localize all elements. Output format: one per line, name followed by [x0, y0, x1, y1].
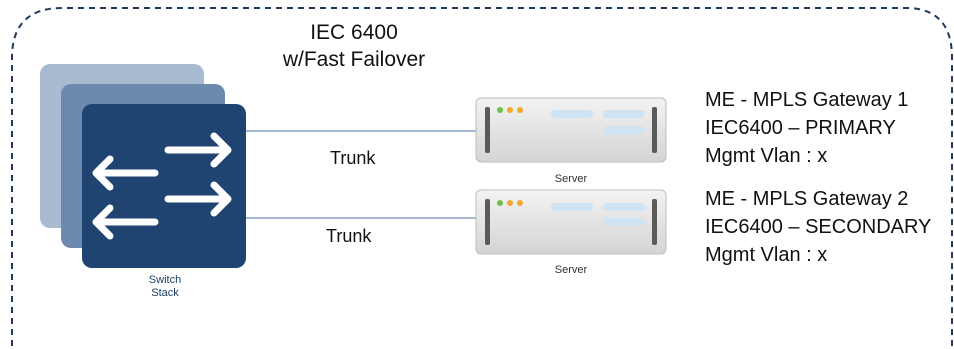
switch-stack-caption-line2: Stack [151, 287, 179, 299]
dashed-boundary [11, 7, 953, 346]
server-caption-1: Server [554, 173, 588, 185]
gateway-2-name: ME - MPLS Gateway 2 [705, 188, 909, 210]
arrow-right-icon [164, 181, 232, 217]
gateway-1-name: ME - MPLS Gateway 1 [705, 89, 909, 111]
gateway-2-role: IEC6400 – SECONDARY [705, 216, 932, 238]
server-icon [475, 189, 667, 255]
server-caption-2: Server [554, 264, 588, 276]
gateway-2-label: ME - MPLS Gateway 2 IEC6400 – SECONDARY … [705, 185, 931, 269]
arrow-left-icon [92, 204, 159, 240]
gateway-2-vlan: Mgmt Vlan : x [705, 244, 828, 266]
diagram-title-line1: IEC 6400 [310, 21, 398, 44]
trunk-label-1: Trunk [330, 148, 376, 168]
trunk-label-2: Trunk [326, 226, 372, 246]
gateway-1-label: ME - MPLS Gateway 1 IEC6400 – PRIMARY Mg… [705, 86, 908, 170]
arrow-right-icon [164, 132, 232, 168]
gateway-1-role: IEC6400 – PRIMARY [705, 117, 896, 139]
arrow-left-icon [92, 155, 159, 191]
server-icon [475, 97, 667, 163]
switch-stack-icon [40, 64, 246, 268]
gateway-1-vlan: Mgmt Vlan : x [705, 145, 828, 167]
diagram-title-line2: w/Fast Failover [282, 48, 426, 71]
switch-stack-caption-line1: Switch [148, 274, 182, 286]
